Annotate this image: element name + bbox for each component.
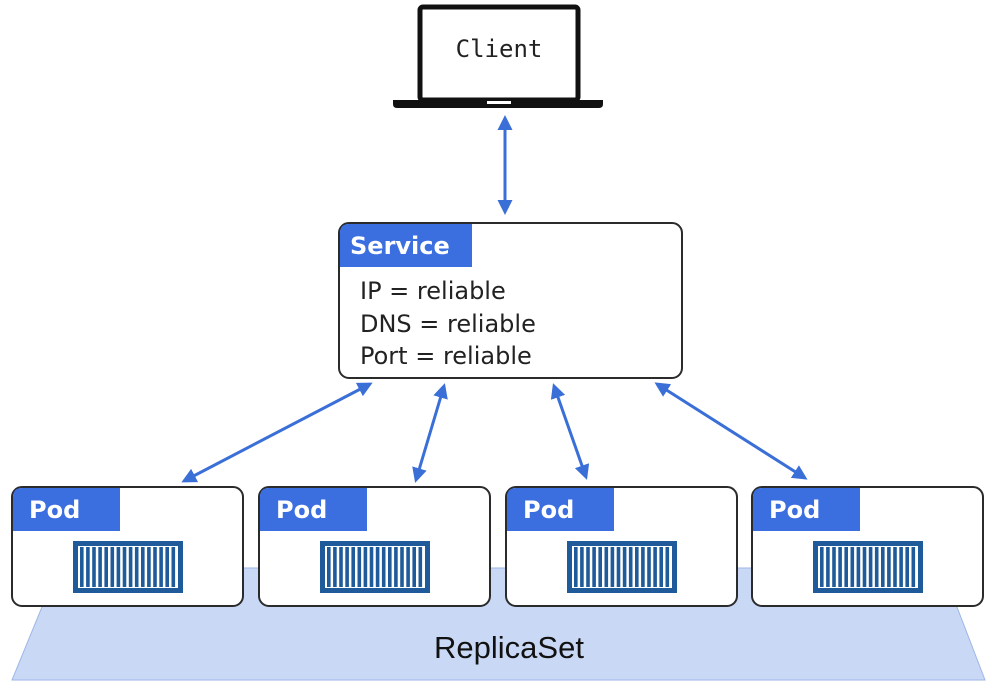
service-property-port: Port = reliable <box>360 342 532 370</box>
service-property-ip: IP = reliable <box>360 277 506 305</box>
pod-label: Pod <box>276 496 327 524</box>
service-title: Service <box>350 232 450 260</box>
arrow-service-pod-2 <box>412 383 448 483</box>
pod-box: Pod <box>505 486 738 607</box>
replicaset-label: ReplicaSet <box>434 630 584 665</box>
arrow-service-pod-4 <box>654 382 808 480</box>
pod-label: Pod <box>769 496 820 524</box>
container-icon <box>73 541 183 593</box>
pod-label: Pod <box>29 496 80 524</box>
service-box: Service IP = reliable DNS = reliable Por… <box>338 222 683 379</box>
pod-label: Pod <box>523 496 574 524</box>
pod-box: Pod <box>751 486 984 607</box>
pod-box: Pod <box>258 486 491 607</box>
pod-box: Pod <box>11 486 244 607</box>
container-icon <box>320 541 430 593</box>
arrow-service-pod-3 <box>550 383 590 480</box>
container-icon <box>813 541 923 593</box>
arrow-service-pod-1 <box>181 382 373 483</box>
container-icon <box>567 541 677 593</box>
client-laptop-icon <box>393 4 603 108</box>
service-property-dns: DNS = reliable <box>360 310 536 338</box>
client-label: Client <box>456 35 543 63</box>
connection-arrows <box>181 115 808 483</box>
